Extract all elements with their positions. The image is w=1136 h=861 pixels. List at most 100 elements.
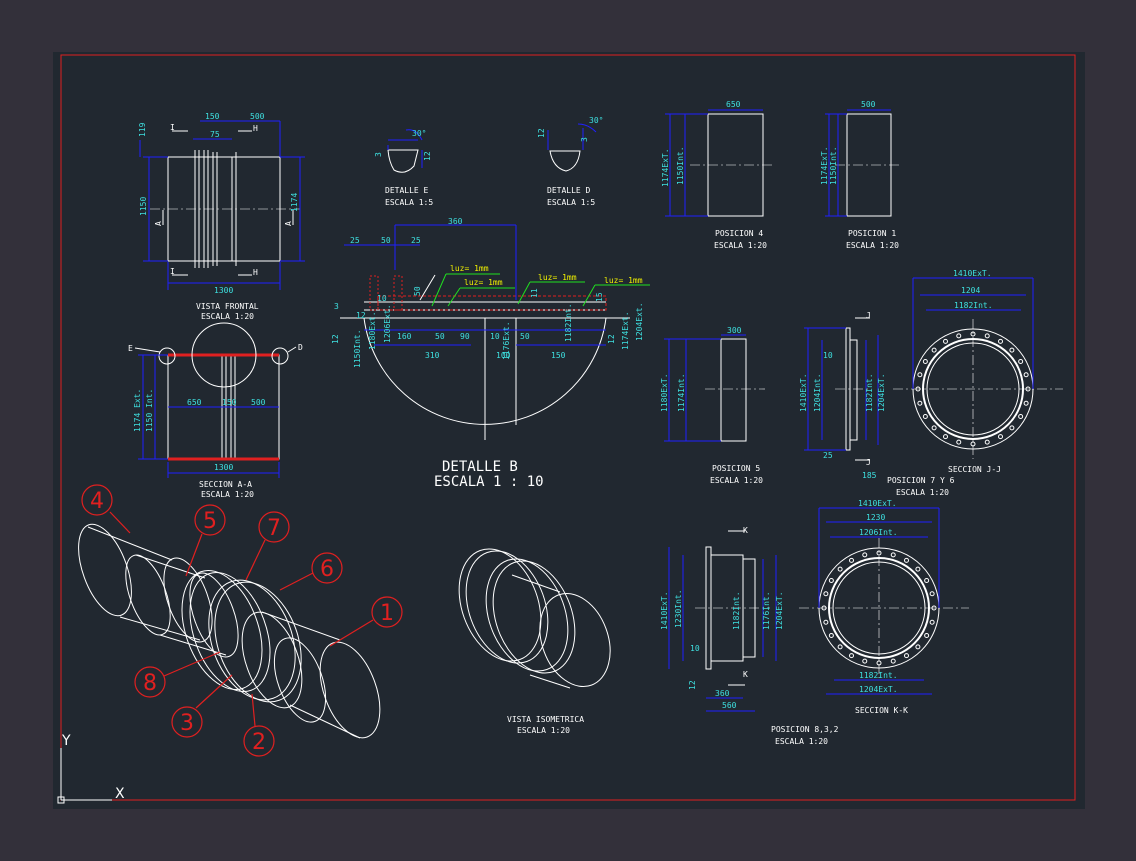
saa-dim-1300: 1300 <box>214 463 233 472</box>
bolt-hole <box>1018 359 1024 364</box>
p5-dim-ext: 1180ExT. <box>660 373 669 412</box>
saa-dim-500: 500 <box>251 398 266 407</box>
db-leader-4: luz= 1mm <box>604 276 643 285</box>
p832-dim-360: 360 <box>715 689 730 698</box>
p832-dim-10: 10 <box>690 644 700 653</box>
db-dim-12b: 12 <box>607 334 616 344</box>
de-title: DETALLE E <box>385 186 429 195</box>
drawing-area[interactable]: 150 500 75 119 1150 1174 1300 I H I H A … <box>53 52 1085 809</box>
dd-scale: ESCALA 1:5 <box>547 198 595 207</box>
bolt-hole <box>943 338 948 344</box>
bolt-hole <box>849 557 854 563</box>
p5-title: POSICION 5 <box>712 464 760 473</box>
bolt-hole <box>984 439 990 445</box>
saa-dim-1150: 1150 Int. <box>145 389 154 432</box>
de-dim-12: 12 <box>423 151 432 161</box>
db-dim-12c: 12 <box>356 311 366 320</box>
saa-scale: ESCALA 1:20 <box>201 490 254 499</box>
bolt-hole <box>837 566 843 572</box>
db-vdim-7: 1204Ext. <box>635 302 644 341</box>
db-leader-3: luz= 1mm <box>538 273 577 282</box>
vf-title: VISTA FRONTAL <box>196 302 259 311</box>
vi-title: VISTA ISOMETRICA <box>507 715 584 724</box>
bolt-hole <box>862 658 868 664</box>
p76-dim-int: 1204Int. <box>813 373 822 412</box>
bolt-hole <box>1009 425 1015 431</box>
p1-dim-int: 1150Int. <box>829 146 838 185</box>
bolt-hole <box>1018 414 1024 419</box>
p832-dim-int: 1230Int. <box>674 589 683 628</box>
bolt-hole <box>943 434 948 440</box>
p76-dim-int2: 1182Int. <box>865 373 874 412</box>
vf-dim-119: 119 <box>138 122 147 137</box>
seccion-kk-view <box>799 538 969 678</box>
balloon-3: 3 <box>180 711 194 736</box>
db-dim-160: 160 <box>397 332 412 341</box>
posicion-1-view: 500 1174ExT. 1150Int. POSICION 1 ESCALA … <box>820 100 900 250</box>
db-vdim-2: 1180Ext. <box>368 311 377 350</box>
seccion-aa-view: E D 650 150 500 1300 1174 Ext. 1150 Int.… <box>128 322 303 499</box>
saa-title: SECCION A-A <box>199 480 252 489</box>
db-vdim-5: 1182Int. <box>564 303 573 342</box>
detalle-d-view: 30° 12 3 DETALLE D ESCALA 1:5 <box>537 116 603 207</box>
db-dim-10b: 10 <box>490 332 500 341</box>
vf-dim-500: 500 <box>250 112 265 121</box>
bolt-hole <box>1023 400 1029 406</box>
bolt-hole <box>931 347 937 353</box>
saa-dim-1174: 1174 Ext. <box>133 389 142 432</box>
vi-scale: ESCALA 1:20 <box>517 726 570 735</box>
ucs-icon: Y X <box>57 733 125 804</box>
dd-dim-12: 12 <box>537 128 546 138</box>
ucs-y-label: Y <box>61 733 71 749</box>
db-title: DETALLE B <box>442 459 518 475</box>
balloon-4: 4 <box>90 489 104 514</box>
vf-dim-1150: 1150 <box>139 197 148 216</box>
saa-dim-650: 650 <box>187 398 202 407</box>
bolt-hole <box>998 338 1003 344</box>
bolt-hole <box>931 425 937 431</box>
p5-dim-int: 1174Int. <box>677 373 686 412</box>
bolt-hole <box>929 619 935 625</box>
bolt-hole <box>956 439 962 445</box>
p76-cut-top: J <box>866 311 871 320</box>
ucs-x-label: X <box>115 786 125 802</box>
db-dim-310: 310 <box>425 351 440 360</box>
db-dim-10: 10 <box>377 294 387 303</box>
sjj-dim-ext: 1410ExT. <box>953 269 992 278</box>
de-dim-3: 3 <box>374 152 383 157</box>
balloon-8: 8 <box>143 671 157 696</box>
p76-dim-185: 185 <box>862 471 877 480</box>
p4-dim-650: 650 <box>726 100 741 109</box>
p832-dim-mid: 1182Int. <box>732 591 741 630</box>
seccion-kk-dims: 1410ExT. 1230 1206Int. 1182Int. 1204ExT.… <box>818 499 940 715</box>
p832-cut-top: K <box>743 526 748 535</box>
bolt-hole <box>862 552 868 558</box>
db-dim-3: 3 <box>334 302 339 311</box>
vf-cut-h-top: H <box>253 124 258 133</box>
bolt-hole <box>904 557 909 563</box>
db-dim-25b: 25 <box>411 236 421 245</box>
p1-dim-ext: 1174ExT. <box>820 146 829 185</box>
seccion-jj-view <box>893 319 1063 459</box>
seccion-jj-dims: 1410ExT. 1204 1182Int. SECCION J-J <box>912 269 1034 474</box>
db-leader-2: luz= 1mm <box>464 278 503 287</box>
p4-dim-int: 1150Int. <box>676 146 685 185</box>
p832-dim-ext2: 1176Int. <box>762 591 771 630</box>
p76-scale: ESCALA 1:20 <box>896 488 949 497</box>
db-scale: ESCALA 1 : 10 <box>434 474 544 490</box>
detalle-e-view: 30° 3 12 DETALLE E ESCALA 1:5 <box>374 129 433 207</box>
skk-dim-1230: 1230 <box>866 513 885 522</box>
db-dim-360: 360 <box>448 217 463 226</box>
p76-title: POSICION 7 Y 6 <box>887 476 955 485</box>
p76-dim-10: 10 <box>823 351 833 360</box>
db-vdim-3: 1206Ext. <box>383 304 392 343</box>
dd-angle: 30° <box>589 116 603 125</box>
vf-cut-a-right: A <box>284 221 293 226</box>
vf-dim-1174: 1174 <box>290 193 299 212</box>
vf-cut-h-bottom: H <box>253 268 258 277</box>
p5-dim-300: 300 <box>727 326 742 335</box>
balloon-2: 2 <box>252 730 266 755</box>
vf-cut-a-left: A <box>154 221 163 226</box>
cad-canvas[interactable]: 150 500 75 119 1150 1174 1300 I H I H A … <box>53 52 1085 809</box>
bolt-hole <box>917 400 923 406</box>
